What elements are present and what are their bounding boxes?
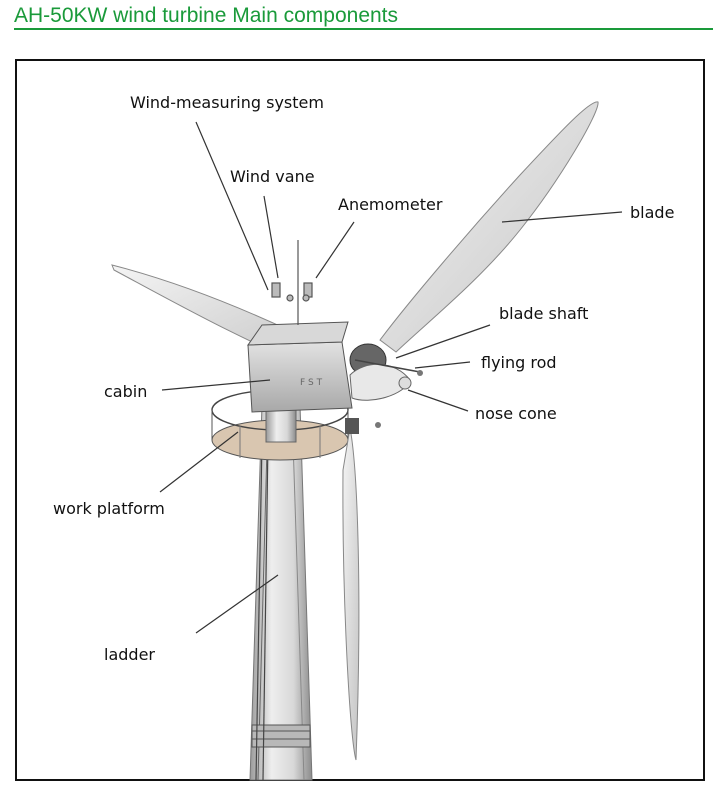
label-blade: blade [630,203,675,222]
label-nose-cone: nose cone [475,404,557,423]
diagram-frame [15,59,705,781]
ladder-graphic [255,439,269,781]
label-wind-vane: Wind vane [230,167,315,186]
page-title: AH-50KW wind turbine Main components [14,4,399,27]
wind-mast [271,240,313,325]
label-anemometer: Anemometer [338,195,443,214]
svg-text:F S T: F S T [300,378,323,388]
label-blade-shaft: blade shaft [499,304,589,323]
label-work-platform: work platform [53,499,165,518]
label-cabin: cabin [104,382,148,401]
tower [249,404,313,781]
label-ladder: ladder [104,645,155,664]
leader-lines [159,121,623,634]
cabin-graphic: F S T [247,321,353,413]
label-flying-rod: flying rod [481,353,557,372]
label-wind-measuring-system: Wind-measuring system [130,93,324,112]
lower-blade [342,427,360,761]
right-blade [379,101,599,353]
hub-graphic [349,343,423,428]
lower-blade-root [345,418,359,434]
title-underline [14,28,713,30]
